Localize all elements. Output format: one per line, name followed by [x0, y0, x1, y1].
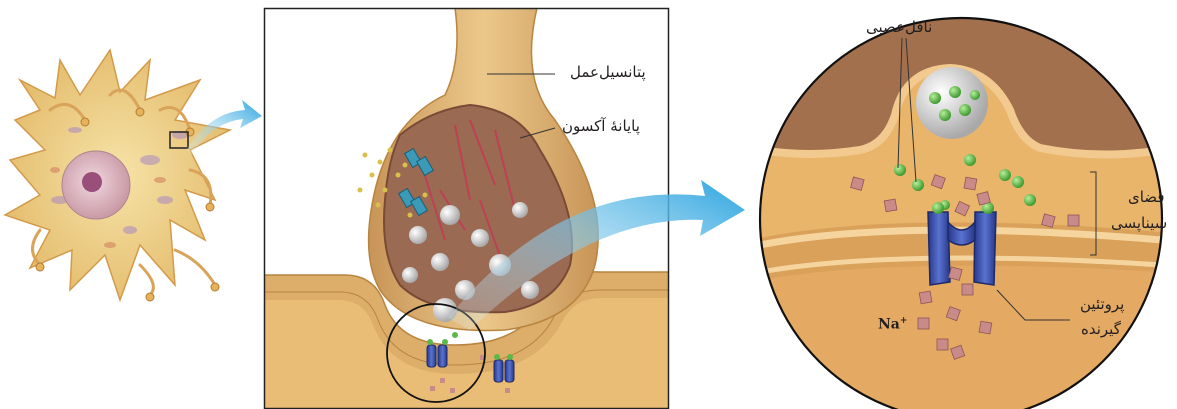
label-synaptic-space-line1: فضای	[1128, 188, 1165, 206]
label-action-potential: پتانسیل‌عمل	[570, 63, 646, 81]
sodium-symbol: Na	[878, 317, 900, 333]
sodium-charge: +	[900, 316, 908, 326]
label-receptor-protein-line1: پروتئین	[1080, 295, 1124, 313]
label-sodium-ion: Na+	[878, 316, 907, 333]
nucleolus	[82, 172, 102, 192]
label-neurotransmitter: ناقل‌عصبی	[866, 18, 932, 36]
label-axon-terminal: پایانهٔ آکسون	[562, 117, 640, 135]
neuron-cell	[5, 50, 230, 301]
label-receptor-protein-line2: گیرنده	[1081, 320, 1121, 338]
label-synaptic-space-line2: سیناپسی	[1111, 214, 1167, 232]
